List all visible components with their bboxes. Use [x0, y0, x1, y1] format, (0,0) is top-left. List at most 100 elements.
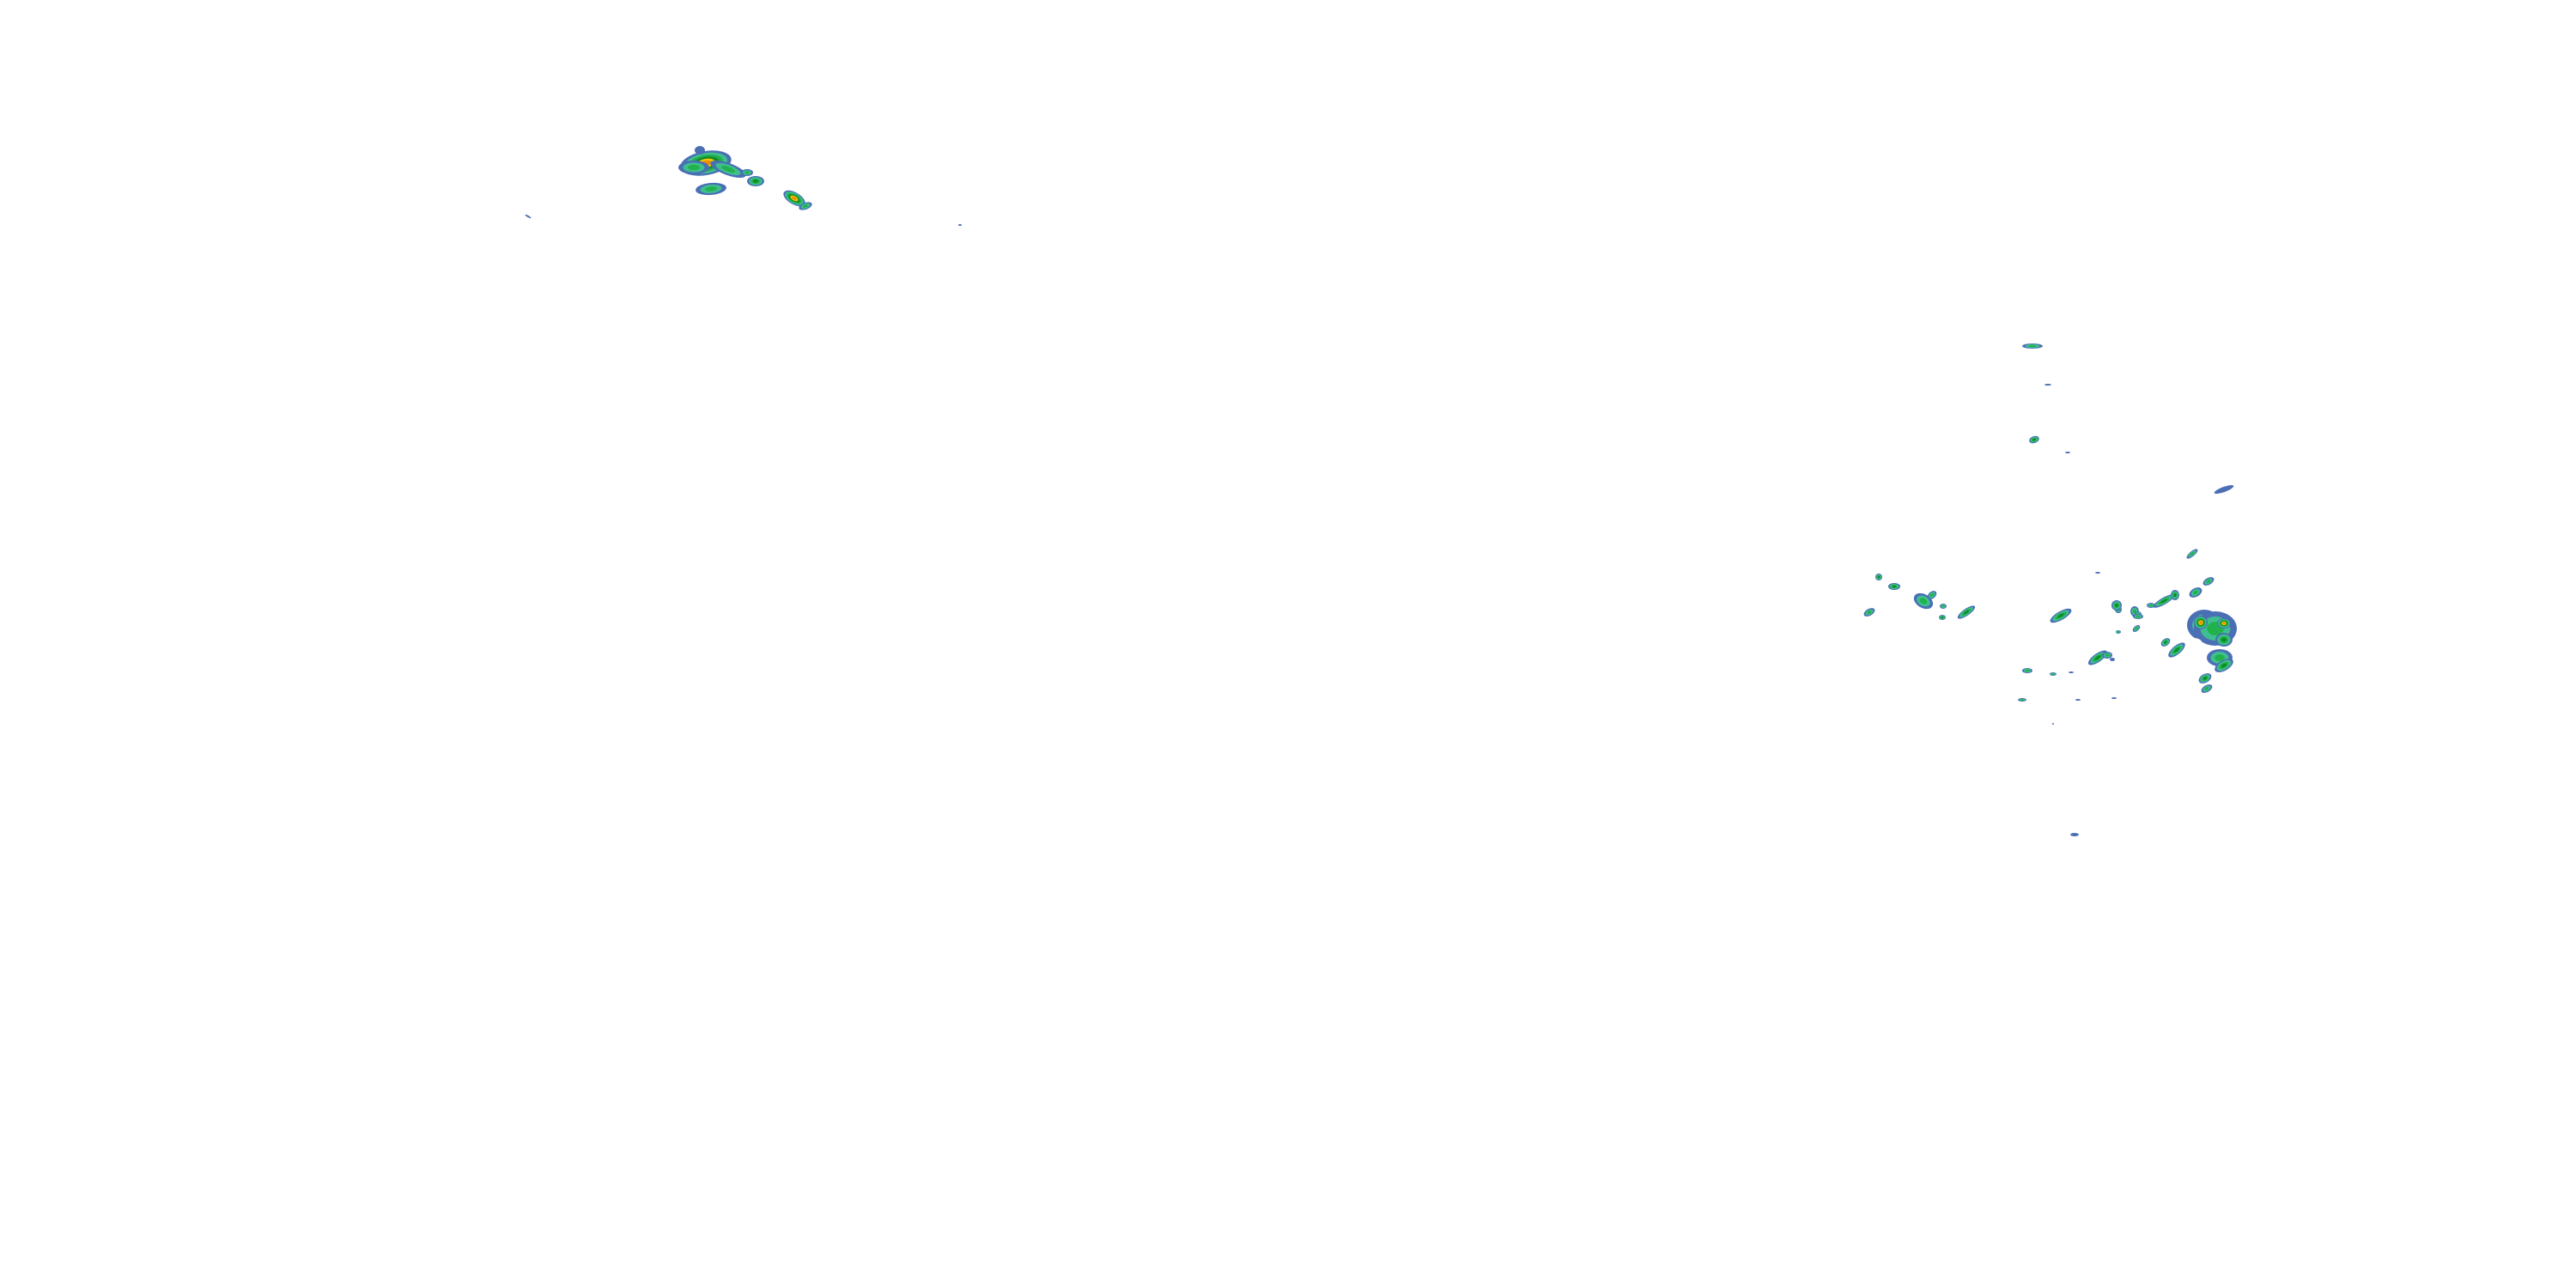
- precipitation-cell: [2171, 590, 2179, 600]
- precipitation-cell: [696, 182, 726, 196]
- precipitation-cell: [783, 190, 805, 207]
- reflectivity-band: [2105, 653, 2110, 657]
- precipitation-cell: [2215, 659, 2233, 672]
- reflectivity-band: [525, 214, 532, 219]
- cell-gap: [2186, 638, 2202, 647]
- precipitation-cell: [2070, 833, 2079, 836]
- precipitation-cell: [2022, 343, 2043, 349]
- precipitation-cell: [2160, 638, 2171, 647]
- reflectivity-band: [802, 204, 809, 208]
- precipitation-cell: [2215, 633, 2233, 647]
- reflectivity-band: [2069, 671, 2074, 673]
- precipitation-cell: [2069, 671, 2074, 673]
- precipitation-cell: [678, 161, 709, 174]
- reflectivity-band: [2160, 598, 2167, 604]
- reflectivity-band: [2214, 485, 2234, 494]
- reflectivity-band: [2222, 622, 2226, 625]
- precipitation-cell: [2132, 625, 2141, 632]
- reflectivity-band: [958, 224, 962, 226]
- reflectivity-band: [2075, 699, 2081, 701]
- precipitation-cell: [2095, 572, 2100, 574]
- precipitation-cell: [2065, 452, 2070, 453]
- reflectivity-band: [1941, 617, 1944, 618]
- reflectivity-band: [2094, 655, 2101, 660]
- precipitation-cell: [695, 146, 705, 155]
- reflectivity-band: [2052, 723, 2054, 725]
- precipitation-cell: [2168, 642, 2185, 658]
- reflectivity-band: [2190, 551, 2195, 556]
- reflectivity-band: [744, 171, 750, 174]
- reflectivity-band: [1877, 575, 1880, 579]
- reflectivity-band: [2221, 663, 2227, 668]
- reflectivity-band: [2204, 687, 2209, 690]
- reflectivity-band: [2032, 438, 2036, 441]
- precipitation-cell: [1863, 608, 1875, 617]
- precipitation-cell: [1875, 574, 1882, 580]
- precipitation-cell: [2214, 485, 2234, 494]
- reflectivity-band: [2164, 641, 2167, 644]
- precipitation-cell: [525, 214, 532, 219]
- precipitation-cell: [2052, 723, 2054, 725]
- precipitation-cell: [1957, 605, 1976, 619]
- reflectivity-band: [2020, 699, 2024, 701]
- precipitation-cell: [2194, 616, 2208, 629]
- reflectivity-band: [752, 179, 759, 183]
- reflectivity-band: [1963, 610, 1970, 615]
- reflectivity-band: [720, 166, 736, 173]
- reflectivity-band: [2173, 593, 2177, 597]
- reflectivity-band: [687, 164, 701, 171]
- precipitation-cell: [2201, 684, 2213, 693]
- reflectivity-band: [2095, 572, 2100, 574]
- precipitation-cell: [1888, 583, 1900, 590]
- precipitation-cell: [2217, 618, 2231, 629]
- reflectivity-band: [2149, 604, 2153, 607]
- reflectivity-band: [1867, 611, 1872, 614]
- precipitation-cell: [2116, 630, 2121, 634]
- precipitation-cell: [710, 161, 746, 178]
- reflectivity-band: [2206, 580, 2211, 583]
- reflectivity-band: [2202, 677, 2208, 680]
- reflectivity-band: [1892, 585, 1897, 588]
- precipitation-cell: [2189, 587, 2202, 598]
- precipitation-cell: [958, 224, 962, 226]
- precipitation-cell: [2029, 435, 2039, 444]
- precipitation-cell: [2050, 672, 2057, 676]
- reflectivity-band: [2221, 637, 2227, 642]
- precipitation-cell: [2153, 594, 2175, 608]
- precipitation-cell: [741, 169, 753, 176]
- reflectivity-band: [2199, 621, 2202, 624]
- reflectivity-band: [2051, 673, 2055, 675]
- reflectivity-band: [2070, 833, 2079, 836]
- reflectivity-band: [2111, 697, 2117, 699]
- reflectivity-band: [704, 186, 718, 191]
- reflectivity-band: [1919, 598, 1928, 605]
- reflectivity-band: [2135, 627, 2138, 630]
- precipitation-cell: [2050, 608, 2072, 623]
- reflectivity-band: [2115, 604, 2118, 607]
- precipitation-cell: [2044, 384, 2051, 386]
- precipitation-cell: [2022, 668, 2032, 673]
- precipitation-cell: [2075, 699, 2081, 701]
- precipitation-cell: [2111, 600, 2122, 611]
- precipitation-cell: [2102, 652, 2112, 659]
- reflectivity-band: [2028, 344, 2037, 348]
- reflectivity-band: [2065, 452, 2070, 453]
- precipitation-cell: [799, 202, 812, 210]
- precipitation-cell: [2110, 658, 2115, 661]
- reflectivity-band: [2044, 384, 2051, 386]
- precipitation-cell: [747, 176, 764, 186]
- reflectivity-band: [2025, 669, 2030, 672]
- reflectivity-band: [2174, 647, 2179, 653]
- precipitation-cell: [1939, 615, 1946, 620]
- reflectivity-band: [2215, 654, 2225, 661]
- precipitation-cell: [2202, 577, 2215, 586]
- precipitation-cell: [1927, 591, 1937, 599]
- precipitation-cell: [2111, 697, 2117, 699]
- precipitation-cell: [2186, 549, 2198, 559]
- reflectivity-band: [695, 146, 705, 155]
- precipitation-cell: [2147, 603, 2155, 608]
- reflectivity-band: [1941, 605, 1945, 608]
- reflectivity-band: [2117, 631, 2120, 633]
- precipitation-cell: [1940, 604, 1947, 609]
